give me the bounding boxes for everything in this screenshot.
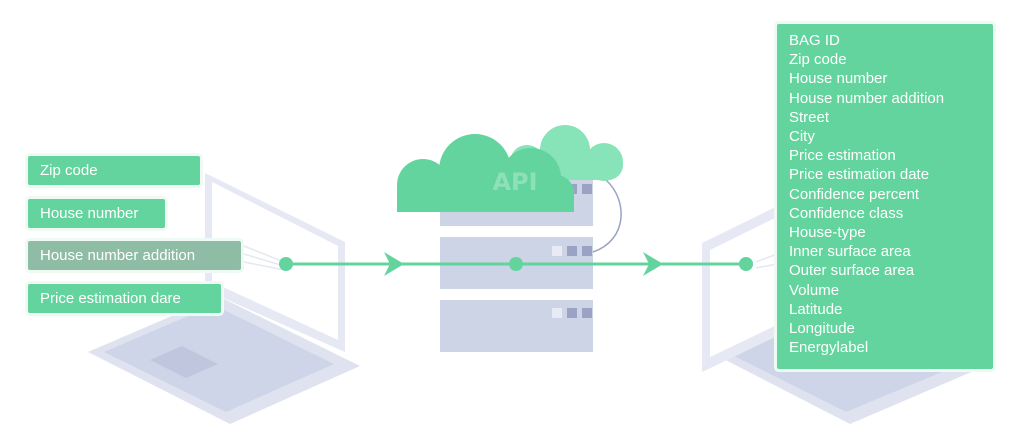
response-field: Zip code [789,51,847,69]
zip-code-field: Zip code [28,156,200,185]
cloud-icon [397,134,574,212]
response-field: Outer surface area [789,262,915,280]
flow-line [279,252,753,276]
response-field: Volume [789,281,840,299]
response-field: BAG ID [789,32,840,49]
response-field: Longitude [789,320,855,338]
response-field: Inner surface area [789,243,911,261]
flow-start-node [279,257,293,271]
response-field: House number addition [789,89,945,107]
price-estimation-date-field: Price estimation dare [28,284,221,313]
response-field: City [789,128,815,146]
response-field: Latitude [789,300,843,318]
left-laptop-icon [88,173,360,424]
response-field: House-type [789,224,866,242]
response-field: Price estimation date [789,166,930,184]
connector-lines [243,245,778,271]
flow-end-node [739,257,753,271]
response-field: House number [789,70,888,88]
response-field: Energylabel [789,339,869,357]
response-field: Price estimation [789,147,896,165]
response-field: Confidence percent [789,185,920,203]
response-field: Confidence class [789,204,904,222]
flow-middle-node [509,257,523,271]
request-arrow-icon [384,252,404,276]
response-field-list: BAG ID Zip code House number House numbe… [789,31,993,357]
house-number-field: House number [28,199,165,228]
api-label: API [492,168,538,196]
response-field: Street [789,108,830,126]
house-number-addition-field: House number addition [28,241,241,270]
response-panel: BAG ID Zip code House number House numbe… [777,24,993,369]
response-arrow-icon [643,252,663,276]
